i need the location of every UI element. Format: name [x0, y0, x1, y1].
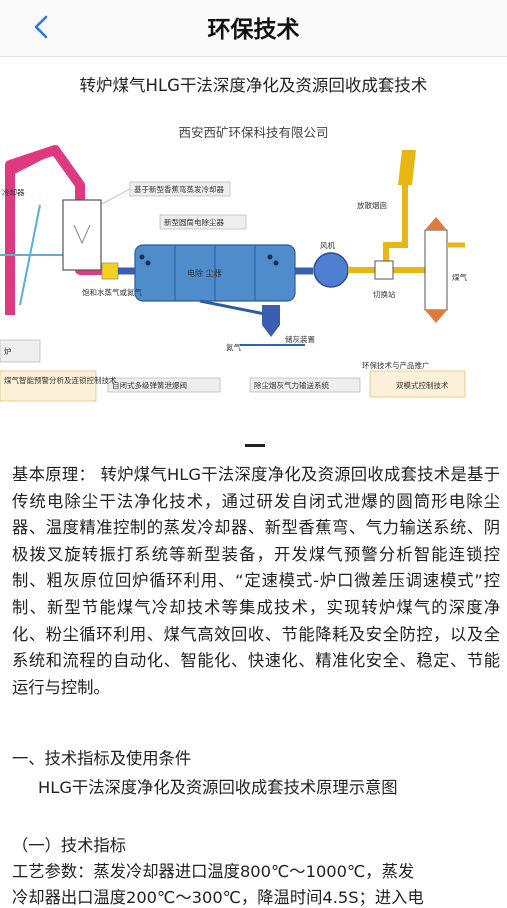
right-gas-label: 煤气	[452, 272, 467, 282]
process-diagram: 电除 尘器 氮气 储灰装置 风机 放散烟囱 切换站 煤气 基于新型香蕉弯蒸发冷却…	[0, 145, 467, 402]
article-headline: 转炉煤气HLG干法深度净化及资源回收成套技术	[79, 76, 428, 95]
evap-cooler-label: 基于新型香蕉弯蒸发冷却器	[134, 184, 224, 194]
chimney-icon	[398, 150, 416, 185]
figure-caption: HLG干法深度净化及资源回收成套技术原理示意图	[38, 778, 398, 797]
warning-analysis-label: 煤气智能预警分析及连锁控制技术	[4, 375, 117, 385]
divider-dash	[245, 444, 265, 447]
company-name: 西安西矿环保科技有限公司	[178, 125, 329, 140]
fan-icon	[313, 252, 349, 288]
ash-transport-label: 除尘烟灰气力输送系统	[254, 380, 329, 390]
subsection-heading: （一）技术指标	[12, 836, 126, 855]
section-heading-1: 一、技术指标及使用条件	[12, 749, 192, 768]
esp-body-label: 电除 尘器	[187, 268, 222, 278]
ash-storage-label: 储灰装置	[285, 334, 315, 344]
explosion-valve-label: 自闭式多级弹簧泄爆阀	[112, 380, 187, 390]
dual-mode-label: 双模式控制技术	[396, 380, 449, 390]
switch-station-label: 切换站	[373, 289, 396, 299]
nav-bar: 环保技术	[0, 0, 507, 57]
esp-label: 新型圆筒电除尘器	[164, 217, 224, 227]
evaporation-cooler	[62, 199, 102, 271]
back-chevron-icon[interactable]	[28, 13, 56, 41]
principle-paragraph: 基本原理： 转炉煤气HLG干法深度净化及资源回收成套技术是基于传统电除尘干法净化…	[12, 465, 500, 697]
page-title: 环保技术	[207, 17, 300, 43]
left-top-label: 冷却器	[2, 187, 25, 197]
fan-label: 风机	[320, 240, 335, 250]
watermark-text: 环保技术与产品推广	[362, 360, 430, 370]
chimney-label: 放散烟囱	[357, 200, 387, 210]
params-line-2: 冷却器出口温度200℃～300℃，降温时间4.5S；进入电	[12, 888, 424, 907]
params-line-1: 工艺参数：蒸发冷却器进口温度800℃～1000℃，蒸发	[12, 862, 415, 881]
left-furnace-label: 炉	[4, 346, 12, 356]
saturated-steam-label: 饱和水蒸气或氮气	[82, 287, 142, 297]
nitrogen-label: 氮气	[226, 342, 241, 352]
